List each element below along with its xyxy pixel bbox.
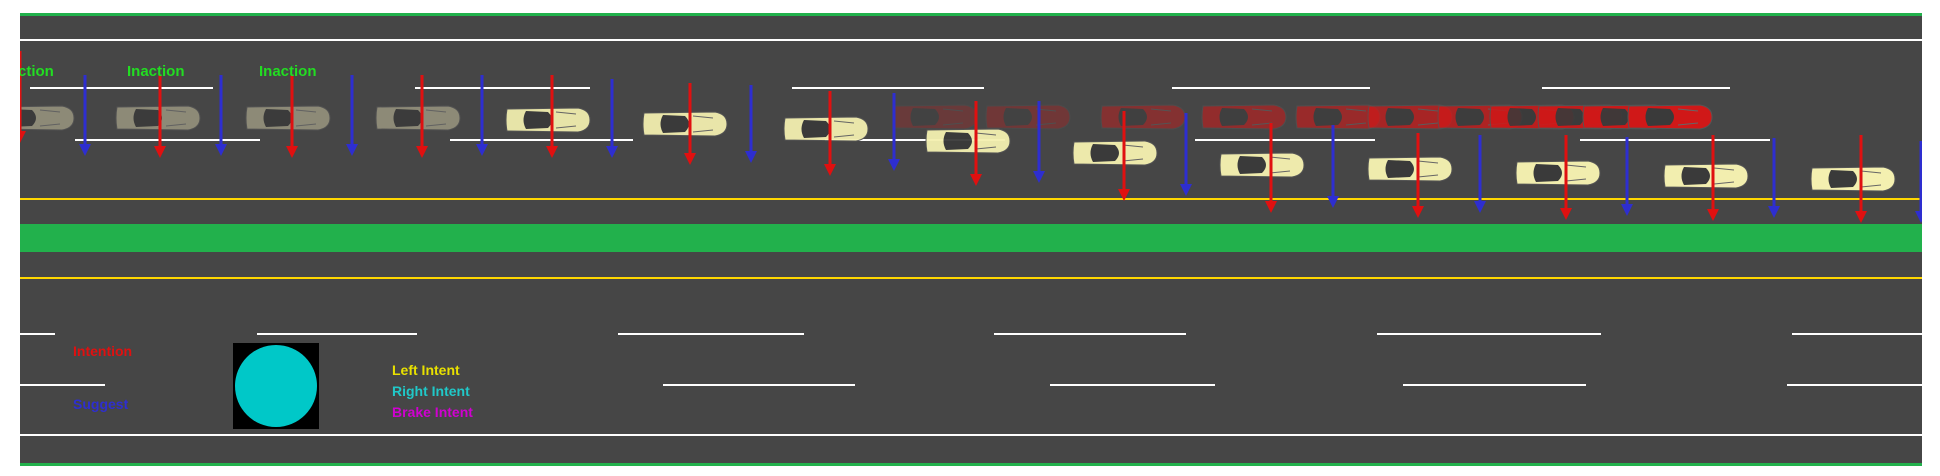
leading-car: [892, 104, 978, 130]
lane-dash: [257, 333, 417, 335]
lane-dash: [415, 87, 590, 89]
lane-dash: [825, 139, 1005, 141]
intention-arrow: [416, 75, 428, 158]
trajectory-car: [925, 128, 1011, 154]
suggest-arrow: [1915, 141, 1922, 223]
leading-car: [985, 104, 1071, 130]
trajectory-car: [1367, 156, 1453, 182]
lane-dash: [792, 87, 984, 89]
driving-scene: ction Inaction Inaction Intention Sugges…: [20, 13, 1922, 466]
trajectory-car: [1515, 160, 1601, 186]
intent-indicator: [233, 343, 319, 429]
intention-arrow: [1118, 111, 1130, 201]
lane-dash: [450, 139, 633, 141]
suggest-arrow: [1327, 125, 1339, 208]
suggest-arrow: [888, 93, 900, 171]
legend-right-intent: Right Intent: [392, 383, 470, 399]
intention-arrow: [684, 83, 696, 165]
trajectory-car: [505, 107, 591, 133]
lane-dash: [618, 333, 804, 335]
legend-suggest: Suggest: [73, 396, 129, 412]
lower-yellow-line: [20, 277, 1922, 279]
legend-intention: Intention: [73, 343, 133, 359]
trajectory-car: [783, 116, 869, 142]
trajectory-car: [1663, 163, 1749, 189]
lane-dash: [1377, 333, 1601, 335]
leading-car: [1201, 104, 1287, 130]
lane-dash: [1050, 384, 1215, 386]
intention-arrow: [286, 75, 298, 158]
lane-dash: [1403, 384, 1586, 386]
bottom-green-border: [20, 463, 1922, 466]
lane-dash: [1195, 139, 1375, 141]
green-median: [20, 224, 1922, 252]
suggest-arrow: [1180, 113, 1192, 196]
suggest-arrow: [346, 75, 358, 156]
lane-dash: [20, 333, 55, 335]
lane-dash: [1542, 87, 1730, 89]
intention-arrow: [1412, 133, 1424, 218]
intention-arrow: [154, 75, 166, 158]
intention-arrow: [20, 51, 26, 143]
lane-dash: [75, 139, 260, 141]
lane-dash: [1792, 333, 1922, 335]
intention-arrow: [1560, 135, 1572, 220]
intention-arrow: [546, 75, 558, 158]
lane-dash: [20, 384, 105, 386]
suggest-arrow: [215, 75, 227, 156]
intention-arrow: [1855, 135, 1867, 223]
inaction-label: ction: [20, 63, 54, 80]
legend-left-intent: Left Intent: [392, 362, 460, 378]
inaction-label: Inaction: [259, 63, 317, 80]
suggest-arrow: [1474, 135, 1486, 213]
upper-edge-line: [20, 39, 1922, 41]
lane-dash: [1580, 139, 1770, 141]
lane-dash: [1172, 87, 1370, 89]
legend-brake-intent: Brake Intent: [392, 404, 473, 420]
lane-dash: [1787, 384, 1922, 386]
suggest-arrow: [476, 75, 488, 156]
trajectory-car: [1072, 140, 1158, 166]
intention-arrow: [970, 101, 982, 186]
suggest-arrow: [79, 75, 91, 156]
leading-car: [1100, 104, 1186, 130]
lane-dash: [663, 384, 855, 386]
trajectory-car: [375, 105, 461, 131]
lane-dash: [30, 87, 213, 89]
vehicles-and-arrows: [20, 51, 1922, 223]
trajectory-car: [1219, 152, 1305, 178]
leading-car: [1627, 104, 1713, 130]
cyan-circle-icon: [235, 345, 317, 427]
upper-yellow-line: [20, 198, 1922, 200]
intention-arrow: [824, 91, 836, 176]
lane-dash: [994, 333, 1186, 335]
top-green-border: [20, 13, 1922, 16]
intention-arrow: [1707, 135, 1719, 221]
suggest-arrow: [606, 79, 618, 158]
suggest-arrow: [1033, 101, 1045, 183]
ego-car: [1810, 166, 1896, 192]
trajectory-car: [20, 105, 75, 131]
leading-car: [1295, 104, 1381, 130]
intention-arrow: [1265, 123, 1277, 213]
lower-edge-line: [20, 434, 1922, 436]
suggest-arrow: [745, 85, 757, 163]
trajectory-car: [245, 105, 331, 131]
inaction-label: Inaction: [127, 63, 185, 80]
trajectory-car: [115, 105, 201, 131]
suggest-arrow: [1768, 138, 1780, 218]
trajectory-car: [642, 111, 728, 137]
suggest-arrow: [1621, 137, 1633, 216]
